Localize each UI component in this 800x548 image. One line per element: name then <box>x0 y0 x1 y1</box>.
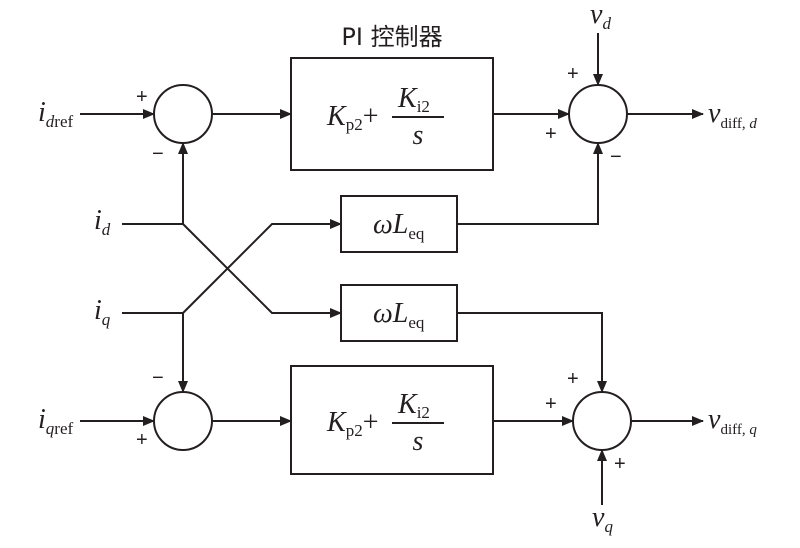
v-d-label: vd <box>590 0 611 33</box>
svg-text:Ki2: Ki2 <box>397 389 430 422</box>
omega-leq-upper-text: ωLeq <box>373 209 425 243</box>
pi-transfer-fn-d: Kp2+ Ki2 s <box>326 83 444 151</box>
v-diff-q-label: vdiff, q <box>708 404 757 438</box>
sum3-plus: + <box>136 429 148 451</box>
svg-text:s: s <box>413 120 424 151</box>
sum-junction-q-error <box>153 391 213 451</box>
sum4-plus-top: + <box>567 368 579 390</box>
sum2-plus-left: + <box>545 123 557 145</box>
sum3-minus: − <box>152 367 164 389</box>
sum2-plus-top: + <box>567 63 579 85</box>
omega-lower-to-sum4-wire <box>457 312 607 393</box>
sum4-plus-bottom: + <box>614 453 626 475</box>
i-dref-label: iddrefref <box>38 97 73 131</box>
omega-leq-lower-text: ωLeq <box>373 298 425 332</box>
sum-junction-d-error <box>153 84 213 144</box>
sum1-minus: − <box>152 143 164 165</box>
pi-block-d <box>290 57 494 171</box>
sum4-plus-left: + <box>545 393 557 415</box>
sum1-plus: + <box>136 86 148 108</box>
svg-text:Kp2+: Kp2+ <box>326 101 378 134</box>
v-q-label: vq <box>592 502 613 536</box>
sum-junction-v-diff-d <box>568 84 628 144</box>
i-d-cross-wire <box>182 223 342 318</box>
sum2-minus: − <box>610 146 622 168</box>
v-diff-d-label: vdiff, d <box>708 98 757 132</box>
i-q-cross-wire <box>182 219 342 314</box>
pi-controller-title: PI 控制器 <box>341 23 442 51</box>
i-qref-label: iqref <box>38 404 73 438</box>
omega-upper-to-sum2-wire <box>457 142 603 225</box>
i-d-label: id <box>94 205 111 239</box>
svg-text:Ki2: Ki2 <box>397 83 430 116</box>
svg-text:s: s <box>413 426 424 457</box>
pi-block-q <box>290 365 494 475</box>
sum-junction-v-diff-q <box>572 391 632 451</box>
svg-text:Kp2+: Kp2+ <box>326 407 378 440</box>
i-q-label: iq <box>94 295 111 329</box>
pi-transfer-fn-q: Kp2+ Ki2 s <box>326 389 444 457</box>
